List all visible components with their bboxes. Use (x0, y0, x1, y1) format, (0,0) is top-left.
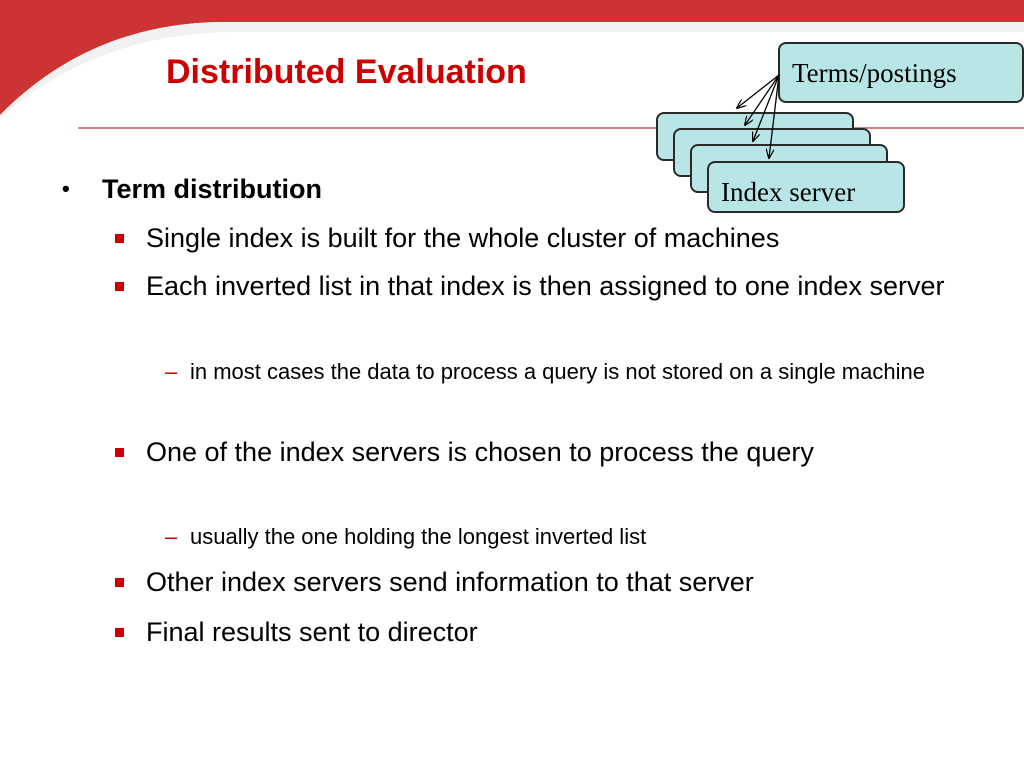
bullet-sub-item: usually the one holding the longest inve… (190, 524, 647, 549)
index-server-box (673, 128, 871, 177)
bullet-sub-item: in most cases the data to process a quer… (190, 359, 925, 384)
bullet-item: One of the index servers is chosen to pr… (146, 437, 814, 467)
bullet-item: Single index is built for the whole clus… (146, 223, 780, 253)
slide-title: Distributed Evaluation (166, 53, 527, 91)
bullet-item: Final results sent to director (146, 617, 478, 647)
index-server-label: Index server (721, 177, 856, 207)
bullet-square (115, 578, 124, 587)
header-swoosh (0, 0, 1024, 118)
title-divider (78, 127, 1024, 129)
bullet-dot: • (62, 176, 70, 201)
bullet-dash: – (165, 359, 178, 384)
bullet-dash: – (165, 524, 178, 549)
terms-postings-label: Terms/postings (792, 58, 957, 88)
bullet-item: Other index servers send information to … (146, 567, 754, 597)
bullet-heading: Term distribution (102, 174, 322, 204)
index-server-box (656, 112, 854, 161)
bullet-square (115, 448, 124, 457)
bullet-square (115, 628, 124, 637)
bullet-square (115, 234, 124, 243)
bullet-square (115, 282, 124, 291)
bullet-item: Each inverted list in that index is then… (146, 271, 945, 301)
